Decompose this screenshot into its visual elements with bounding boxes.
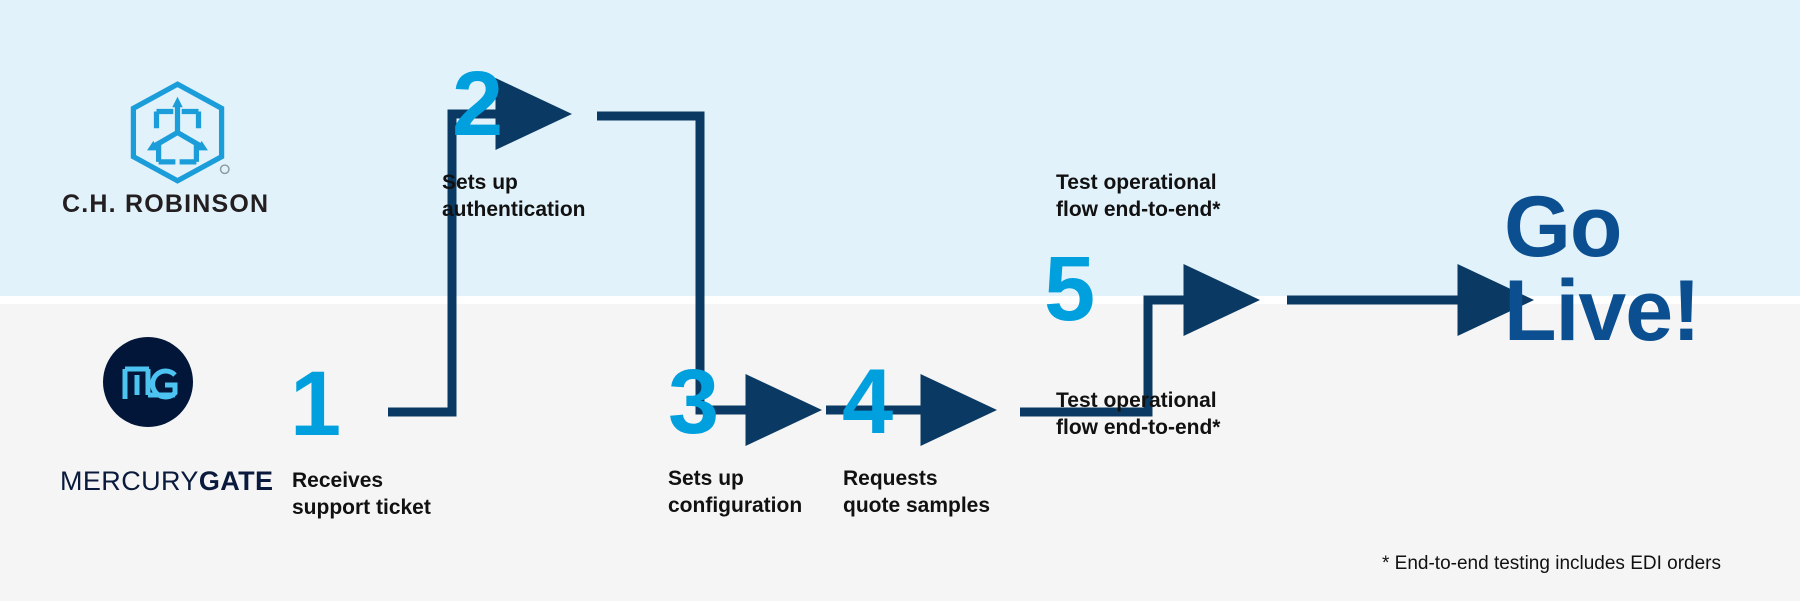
connector-2-to-3	[597, 111, 822, 446]
mercurygate-logo-circle	[103, 337, 193, 427]
brand-ch-robinson	[125, 80, 230, 190]
mercurygate-wordmark: MERCURYGATE	[60, 466, 273, 497]
step-1-label: Receives support ticket	[292, 469, 431, 519]
connector-1-to-2	[388, 78, 572, 417]
step-1-number: 1	[290, 353, 341, 455]
connector-4-to-5	[1020, 264, 1260, 417]
step-4-number: 4	[842, 351, 893, 453]
go-live-outcome: Go Live!	[1504, 179, 1701, 360]
lane-band-top	[0, 0, 1800, 296]
mercurygate-mg-monogram-icon	[122, 366, 178, 400]
step-3-label: Sets up configuration	[668, 467, 803, 517]
step-5-label-top: Test operational flow end-to-end*	[1056, 171, 1221, 221]
ch-robinson-cube-icon	[130, 81, 230, 184]
step-3-number: 3	[668, 351, 719, 453]
lane-band-bottom	[0, 304, 1800, 601]
step-5-number: 5	[1044, 238, 1095, 340]
mercurygate-wordmark-light: MERCURY	[60, 466, 199, 496]
step-2-label: Sets up authentication	[442, 171, 586, 221]
footnote: * End-to-end testing includes EDI orders	[1382, 553, 1722, 574]
step-2-number: 2	[452, 53, 503, 155]
ch-robinson-wordmark: C.H. ROBINSON	[62, 190, 270, 218]
step-4-label: Requests quote samples	[843, 467, 991, 517]
step-5-label-bottom: Test operational flow end-to-end*	[1056, 389, 1221, 439]
mercurygate-wordmark-bold: GATE	[198, 466, 274, 496]
